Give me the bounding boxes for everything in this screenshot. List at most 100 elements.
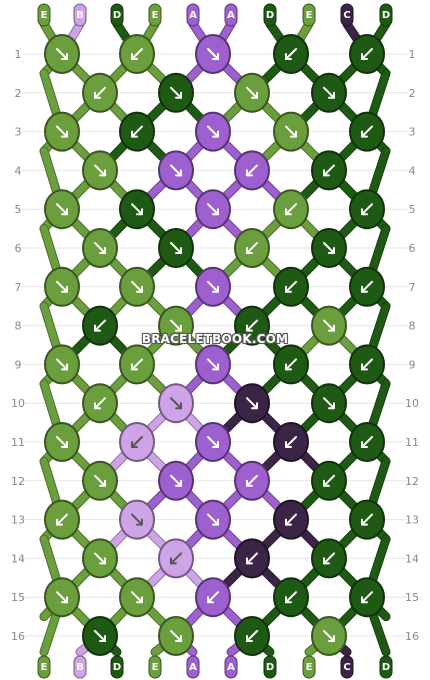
top-strand-label: D (266, 10, 274, 21)
forward-knot-arrow-icon (131, 280, 143, 293)
arrow-head-icon (328, 91, 335, 99)
forward-knot-arrow-icon (285, 125, 297, 138)
top-strand-label: E (306, 10, 313, 21)
arrow-head-icon (328, 324, 335, 332)
arrow-head-icon (246, 557, 253, 565)
arrow-head-icon (251, 91, 258, 99)
forward-knot-arrow-icon (170, 242, 182, 254)
arrow-head-icon (99, 169, 106, 177)
row-number-right: 11 (405, 436, 419, 449)
forward-knot-arrow-icon (94, 630, 106, 642)
arrow-head-icon (61, 441, 68, 448)
row-number-left: 7 (15, 281, 22, 294)
top-strand-label: B (76, 10, 84, 21)
knot-layer (44, 34, 385, 656)
forward-knot-arrow-icon (207, 280, 219, 293)
watermark-text: BRACELETBOOK.COM (141, 332, 289, 346)
row-number-right: 14 (405, 552, 419, 565)
arrow-head-icon (94, 91, 101, 99)
forward-knot-arrow-icon (170, 397, 182, 410)
arrow-head-icon (94, 402, 101, 410)
forward-knot-arrow-icon (131, 591, 143, 604)
bottom-strand-label: C (343, 662, 350, 673)
top-strand-label: E (41, 10, 48, 21)
arrow-head-icon (246, 635, 253, 642)
arrow-head-icon (285, 363, 292, 371)
bottom-strand-label-tab (37, 655, 51, 679)
arrow-head-icon (285, 285, 292, 293)
forward-knot-arrow-icon (56, 125, 68, 138)
row-number-right: 15 (405, 591, 419, 604)
backward-knot-arrow-icon (131, 436, 143, 448)
arrow-head-icon (61, 596, 68, 604)
row-number-right: 13 (405, 514, 419, 527)
arrow-head-icon (361, 130, 368, 138)
bottom-strand-label-tab (379, 655, 393, 679)
row-number-right: 16 (405, 630, 419, 643)
row-number-left: 3 (15, 126, 22, 139)
bottom-strand-label: E (152, 662, 159, 673)
forward-knot-arrow-icon (131, 513, 143, 526)
arrow-head-icon (175, 479, 182, 487)
backward-knot-arrow-icon (361, 48, 373, 60)
arrow-head-icon (246, 324, 253, 332)
bottom-strand-label-tab (186, 655, 200, 679)
arrow-head-icon (328, 247, 335, 254)
arrow-head-icon (285, 441, 292, 448)
arrow-head-icon (61, 53, 68, 60)
forward-knot-arrow-icon (207, 513, 219, 526)
backward-knot-arrow-icon (285, 48, 297, 60)
arrow-head-icon (136, 285, 143, 293)
arrow-head-icon (175, 91, 182, 99)
arrow-head-icon (175, 324, 182, 332)
row-number-left: 13 (11, 514, 25, 527)
row-number-right: 12 (405, 475, 419, 488)
row-number-left: 8 (15, 320, 22, 333)
arrow-head-icon (131, 53, 138, 60)
forward-knot-arrow-icon (56, 358, 68, 371)
forward-knot-arrow-icon (94, 552, 106, 565)
bottom-strand-label-tab (110, 655, 124, 679)
backward-knot-arrow-icon (131, 358, 143, 371)
arrow-head-icon (323, 557, 330, 565)
backward-knot-arrow-icon (94, 397, 106, 410)
arrow-head-icon (136, 208, 143, 216)
forward-knot-arrow-icon (207, 48, 219, 60)
row-number-left: 4 (15, 164, 22, 177)
bottom-strand-label-tab (263, 655, 277, 679)
forward-knot-arrow-icon (207, 203, 219, 216)
forward-knot-arrow-icon (323, 397, 335, 410)
row-number-right: 6 (409, 242, 416, 255)
arrow-head-icon (170, 557, 177, 565)
top-strand-label-tab (73, 3, 87, 27)
bottom-strand-label: E (41, 662, 48, 673)
bottom-strand-label: A (189, 662, 197, 673)
backward-knot-arrow-icon (285, 591, 297, 604)
backward-knot-arrow-icon (361, 513, 373, 526)
forward-knot-arrow-icon (323, 319, 335, 332)
forward-knot-arrow-icon (131, 203, 143, 216)
arrow-head-icon (212, 441, 219, 448)
arrow-head-icon (212, 363, 219, 371)
arrow-head-icon (56, 518, 63, 526)
row-number-left: 2 (15, 87, 22, 100)
backward-knot-arrow-icon (246, 164, 258, 177)
arrow-head-icon (323, 169, 330, 177)
bottom-strand-label: A (227, 662, 235, 673)
arrow-head-icon (175, 635, 182, 642)
row-number-left: 5 (15, 203, 22, 216)
row-number-right: 10 (405, 397, 419, 410)
backward-knot-arrow-icon (361, 591, 373, 604)
top-strand-label-tab (340, 3, 354, 27)
arrow-head-icon (175, 402, 182, 410)
top-strand-label-tab (263, 3, 277, 27)
row-number-left: 12 (11, 475, 25, 488)
backward-knot-arrow-icon (361, 203, 373, 216)
forward-knot-arrow-icon (170, 86, 182, 99)
backward-knot-arrow-icon (207, 591, 219, 604)
bottom-strand-label-tab (73, 655, 87, 679)
top-strand-label-tab (110, 3, 124, 27)
top-strand-label: E (152, 10, 159, 21)
arrow-head-icon (361, 363, 368, 371)
